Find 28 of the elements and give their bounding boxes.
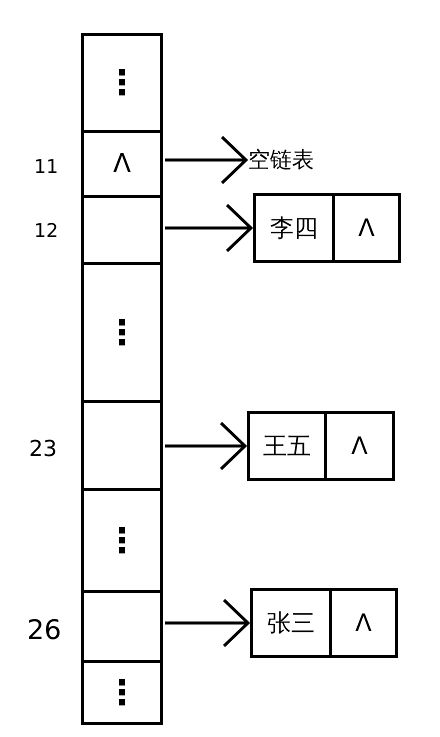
name-text: 张三 [266,608,316,639]
ellipsis-text: ⋮ [105,676,139,710]
array-cell [81,488,163,593]
index-label: 23 [29,439,57,461]
name-text: 李四 [269,213,319,244]
array-cell [81,33,163,133]
array-cell [81,130,163,198]
array-cell [81,660,163,725]
arrow [165,422,246,470]
arrow [165,598,250,648]
array-cell [81,195,163,265]
list-node [247,411,395,481]
index-label: 11 [34,158,58,177]
list-node [250,588,398,658]
array-cell [81,590,163,663]
list-node [253,193,401,263]
name-text: 王五 [262,431,312,462]
null-pointer-symbol: Λ [113,149,131,179]
ellipsis-text: ⋮ [105,66,139,100]
ellipsis-text: ⋮ [105,524,139,558]
arrow [165,136,248,184]
index-label: 26 [27,617,62,644]
array-cell [81,400,163,491]
arrow [165,204,252,252]
list-label: 空链表 [248,143,352,177]
ellipsis-text: ⋮ [105,316,139,350]
array-cell [81,262,163,403]
index-label: 12 [34,222,58,241]
